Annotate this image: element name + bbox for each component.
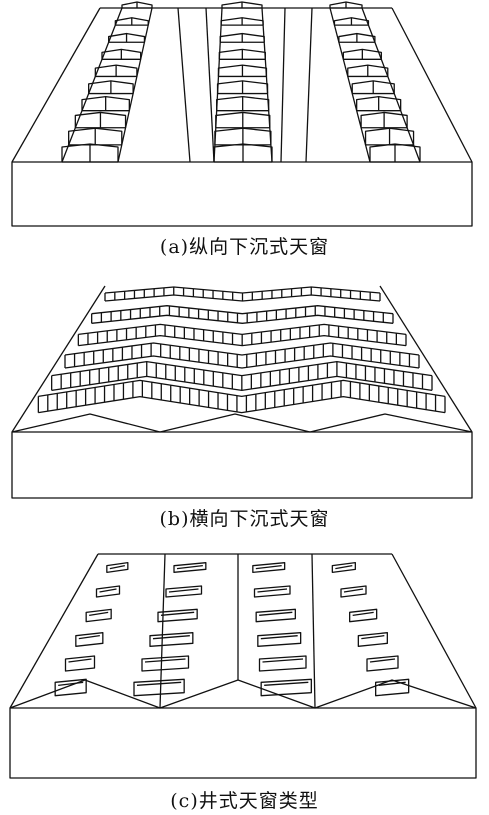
trough-1-right-rail bbox=[117, 7, 153, 163]
well-opening-col1 bbox=[95, 585, 121, 598]
well-opening-inner-edge bbox=[361, 635, 385, 640]
well-opening-col2 bbox=[165, 585, 203, 598]
well-opening-col2 bbox=[173, 562, 207, 573]
roof-right-edge bbox=[391, 553, 477, 709]
well-opening-inner-edge bbox=[109, 565, 125, 570]
well-opening-col4 bbox=[375, 678, 410, 697]
front-roof-profile bbox=[11, 413, 473, 433]
band-2-top bbox=[91, 305, 394, 315]
caption-c: (c)井式天窗类型 bbox=[170, 790, 319, 812]
well-opening-col1 bbox=[106, 562, 129, 573]
band-4-bottom bbox=[64, 355, 420, 369]
well-opening-inner-edge bbox=[89, 611, 109, 616]
well-opening-inner-edge bbox=[144, 658, 186, 663]
well-opening-col2 bbox=[133, 678, 185, 697]
well-opening-inner-edge bbox=[68, 658, 92, 663]
roof-ridge-1 bbox=[159, 553, 166, 709]
band-2-bottom bbox=[91, 314, 394, 324]
transverse-skylight-bands bbox=[37, 286, 446, 414]
sunken-skylight-troughs bbox=[61, 1, 421, 163]
diagram-well-skylight bbox=[0, 540, 489, 780]
trough-2-right-rail bbox=[261, 7, 273, 163]
well-opening-col2 bbox=[141, 655, 190, 672]
well-opening-inner-edge bbox=[262, 658, 304, 663]
well-opening-col1 bbox=[85, 608, 112, 623]
well-opening-col4 bbox=[366, 655, 399, 672]
band-5-bottom bbox=[51, 375, 433, 391]
roof-left-edge bbox=[9, 553, 99, 709]
building-front-wall bbox=[9, 707, 477, 779]
band-3-top bbox=[78, 323, 407, 335]
roof-right-edge bbox=[391, 7, 473, 163]
well-opening-inner-edge bbox=[259, 611, 293, 616]
well-opening-inner-edge bbox=[352, 611, 374, 616]
well-opening-col3 bbox=[260, 678, 312, 697]
roof-right-edge bbox=[379, 285, 473, 433]
trough-3-right-rail bbox=[361, 7, 421, 163]
band-5-top bbox=[51, 361, 433, 377]
building-front-wall bbox=[11, 431, 473, 499]
well-opening-col4 bbox=[357, 632, 388, 647]
well-opening-col4 bbox=[340, 585, 367, 598]
well-opening-inner-edge bbox=[160, 611, 195, 616]
trough-3-left-rail bbox=[329, 7, 371, 163]
well-opening-inner-edge bbox=[257, 588, 288, 593]
building-front-wall bbox=[11, 161, 473, 227]
band-1-top bbox=[104, 286, 381, 294]
well-opening-col3 bbox=[252, 562, 286, 573]
well-opening-inner-edge bbox=[78, 635, 100, 640]
front-roof-profile bbox=[9, 679, 477, 709]
caption-b: (b)横向下沉式天窗 bbox=[159, 508, 330, 530]
well-opening-inner-edge bbox=[99, 588, 117, 593]
trough-1-left-rail bbox=[61, 7, 123, 163]
well-opening-inner-edge bbox=[335, 565, 353, 570]
well-opening-col3 bbox=[257, 632, 302, 647]
well-opening-inner-edge bbox=[260, 635, 298, 640]
well-skylight-openings bbox=[54, 562, 410, 697]
well-opening-inner-edge bbox=[136, 681, 182, 686]
well-opening-inner-edge bbox=[176, 565, 203, 570]
roof-ridge-4 bbox=[305, 7, 313, 163]
well-opening-col3 bbox=[255, 608, 296, 623]
well-opening-col3 bbox=[253, 585, 291, 598]
well-opening-inner-edge bbox=[378, 681, 406, 686]
roof-left-edge bbox=[11, 7, 101, 163]
roof-ridge-3 bbox=[280, 7, 286, 163]
well-opening-inner-edge bbox=[152, 635, 190, 640]
roof-ridge-2 bbox=[205, 7, 215, 163]
trough-2-left-rail bbox=[213, 7, 223, 163]
roof-ridge-3 bbox=[311, 553, 316, 709]
well-opening-col2 bbox=[157, 608, 198, 623]
well-opening-col1 bbox=[75, 632, 104, 647]
well-opening-inner-edge bbox=[168, 588, 199, 593]
well-opening-col4 bbox=[331, 562, 356, 573]
roof-ridge-1 bbox=[177, 7, 191, 163]
band-6-top bbox=[38, 379, 446, 397]
diagram-longitudinal-skylight bbox=[0, 0, 489, 228]
well-opening-col2 bbox=[149, 632, 194, 647]
diagram-transverse-skylight bbox=[0, 272, 489, 500]
well-opening-inner-edge bbox=[58, 681, 84, 686]
band-6-bottom bbox=[38, 396, 446, 414]
caption-a: (a)纵向下沉式天窗 bbox=[159, 236, 330, 258]
well-opening-col1 bbox=[64, 655, 96, 672]
transverse-skylight-drawing bbox=[11, 285, 473, 499]
well-opening-col1 bbox=[54, 678, 87, 697]
well-opening-col4 bbox=[349, 608, 378, 623]
well-opening-inner-edge bbox=[343, 588, 364, 593]
band-4-top bbox=[64, 342, 420, 356]
well-opening-inner-edge bbox=[264, 681, 309, 686]
well-opening-inner-edge bbox=[255, 565, 282, 570]
longitudinal-skylight-drawing bbox=[11, 1, 473, 227]
roof-left-edge bbox=[11, 285, 106, 433]
well-skylight-drawing bbox=[9, 553, 477, 779]
well-opening-col3 bbox=[258, 655, 307, 672]
well-opening-inner-edge bbox=[369, 658, 396, 663]
